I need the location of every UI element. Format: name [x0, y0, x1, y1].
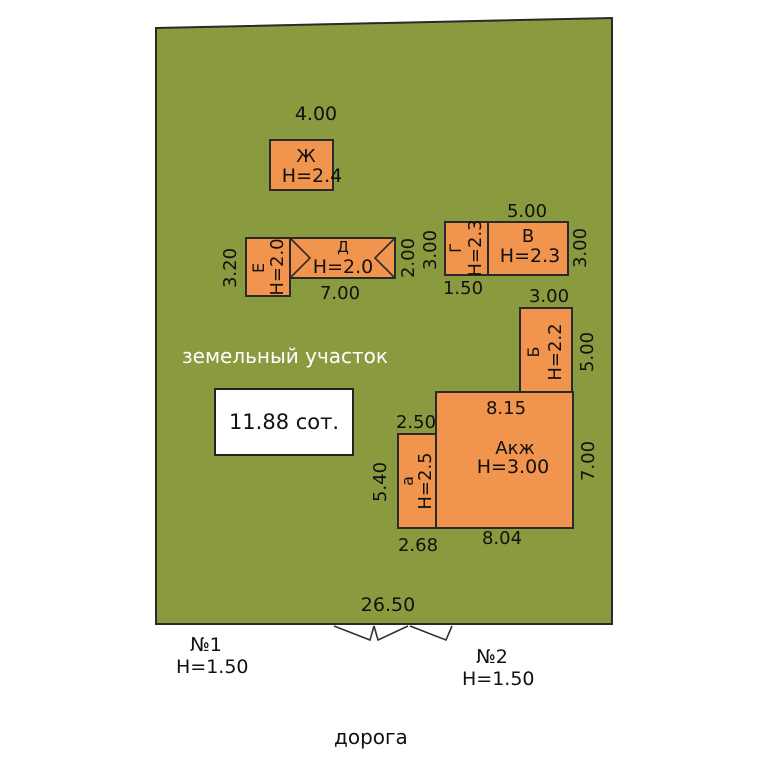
plot-width-dim: 26.50 [361, 594, 415, 616]
building-g [444, 221, 489, 276]
building-e-letter: Е [249, 263, 268, 273]
building-a-bottom-dim: 2.68 [398, 535, 438, 556]
building-d-hatch [289, 237, 396, 279]
building-g-height: Н=2.3 [465, 219, 486, 276]
building-akzh-letter: Акж [495, 438, 534, 459]
building-a-top-dim: 2.50 [396, 412, 436, 433]
building-b-height: Н=2.2 [545, 323, 566, 380]
building-b-top-dim: 3.00 [529, 286, 569, 307]
gate-1 [156, 623, 409, 642]
building-v-letter: В [522, 226, 534, 247]
building-a-height: Н=2.5 [415, 452, 436, 509]
building-d-height: Н=2.0 [313, 256, 373, 278]
building-akzh-height: Н=3.00 [477, 456, 550, 478]
building-a-left-dim: 5.40 [370, 462, 391, 502]
building-e-height: Н=2.0 [267, 238, 288, 295]
building-e [245, 237, 291, 297]
building-a-letter: а [398, 476, 417, 486]
plot-area-box: 11.88 сот. [214, 388, 354, 456]
building-g-letter: Г [446, 243, 465, 253]
building-d-letter: Д [337, 238, 349, 256]
building-v-right-dim: 3.00 [570, 228, 591, 268]
gate-2-name: №2 [476, 646, 508, 668]
building-a [397, 433, 437, 529]
building-d [289, 237, 396, 279]
building-e-left-dim: 3.20 [220, 248, 241, 288]
building-b [519, 307, 573, 393]
gate-1-name: №1 [190, 634, 222, 656]
building-v-height: Н=2.3 [500, 245, 560, 267]
building-g-left-dim: 3.00 [420, 230, 441, 270]
building-akzh-bottom-dim: 8.04 [482, 528, 522, 549]
building-akzh-top-dim: 8.15 [486, 398, 526, 419]
building-zh-top-dim: 4.00 [295, 103, 337, 125]
building-zh [269, 139, 334, 191]
gate-2-height: Н=1.50 [462, 668, 535, 690]
building-zh-letter: Ж [296, 146, 316, 167]
plot-area-value: 11.88 сот. [228, 410, 340, 434]
building-v [487, 221, 569, 276]
building-zh-height: Н=2.4 [282, 165, 342, 187]
building-g-bottom-dim: 1.50 [443, 278, 483, 299]
gate-1-label: №1 Н=1.50 [176, 634, 249, 678]
gate-1-height: Н=1.50 [176, 656, 249, 678]
road-label: дорога [334, 725, 408, 749]
building-b-letter: Б [524, 347, 543, 358]
building-d-bottom-dim: 7.00 [320, 283, 360, 304]
gate-2-label: №2 Н=1.50 [462, 646, 535, 690]
building-b-right-dim: 5.00 [577, 332, 598, 372]
plot-label: земельный участок [182, 344, 388, 368]
gate-2 [409, 623, 612, 642]
building-akzh-right-dim: 7.00 [578, 441, 599, 481]
building-v-top-dim: 5.00 [507, 201, 547, 222]
building-d-right-dim: 2.00 [398, 238, 419, 278]
